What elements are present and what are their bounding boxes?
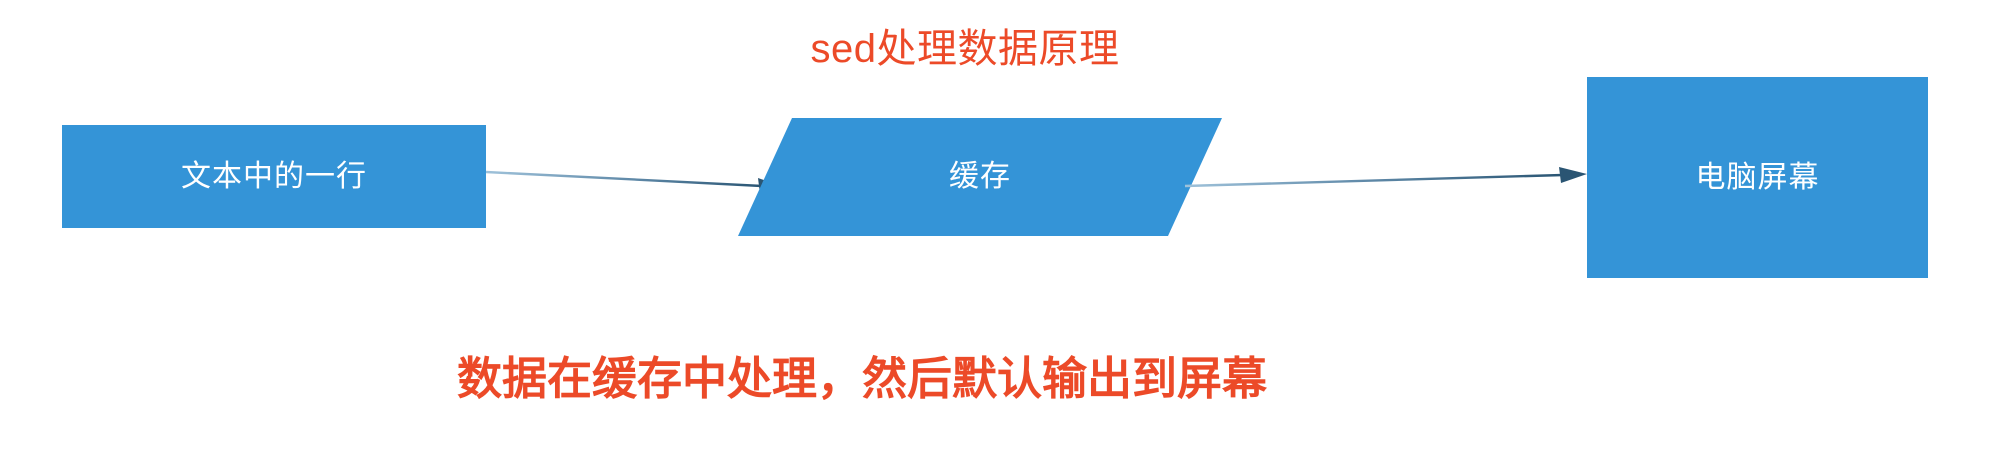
connector-buffer-to-screen-line xyxy=(1184,173,1564,188)
connector-buffer-to-screen-arrowhead xyxy=(1559,167,1587,183)
node-text-line[interactable]: 文本中的一行 xyxy=(62,125,486,228)
connector-buffer-to-screen xyxy=(1184,167,1587,188)
diagram-title-text: sed处理数据原理 xyxy=(810,27,1120,71)
node-buffer-shape xyxy=(738,118,1222,236)
node-computer-screen[interactable]: 电脑屏幕 xyxy=(1587,77,1928,278)
connector-source-to-buffer-line xyxy=(485,170,763,188)
node-computer-screen-label: 电脑屏幕 xyxy=(1695,160,1820,194)
node-buffer[interactable]: 缓存 xyxy=(738,118,1222,236)
diagram-caption-text: 数据在缓存中处理，然后默认输出到屏幕 xyxy=(456,353,1267,404)
node-text-line-label: 文本中的一行 xyxy=(181,159,367,193)
diagram-title: sed处理数据原理 xyxy=(0,26,2008,72)
diagram-caption: 数据在缓存中处理，然后默认输出到屏幕 xyxy=(0,352,2008,406)
